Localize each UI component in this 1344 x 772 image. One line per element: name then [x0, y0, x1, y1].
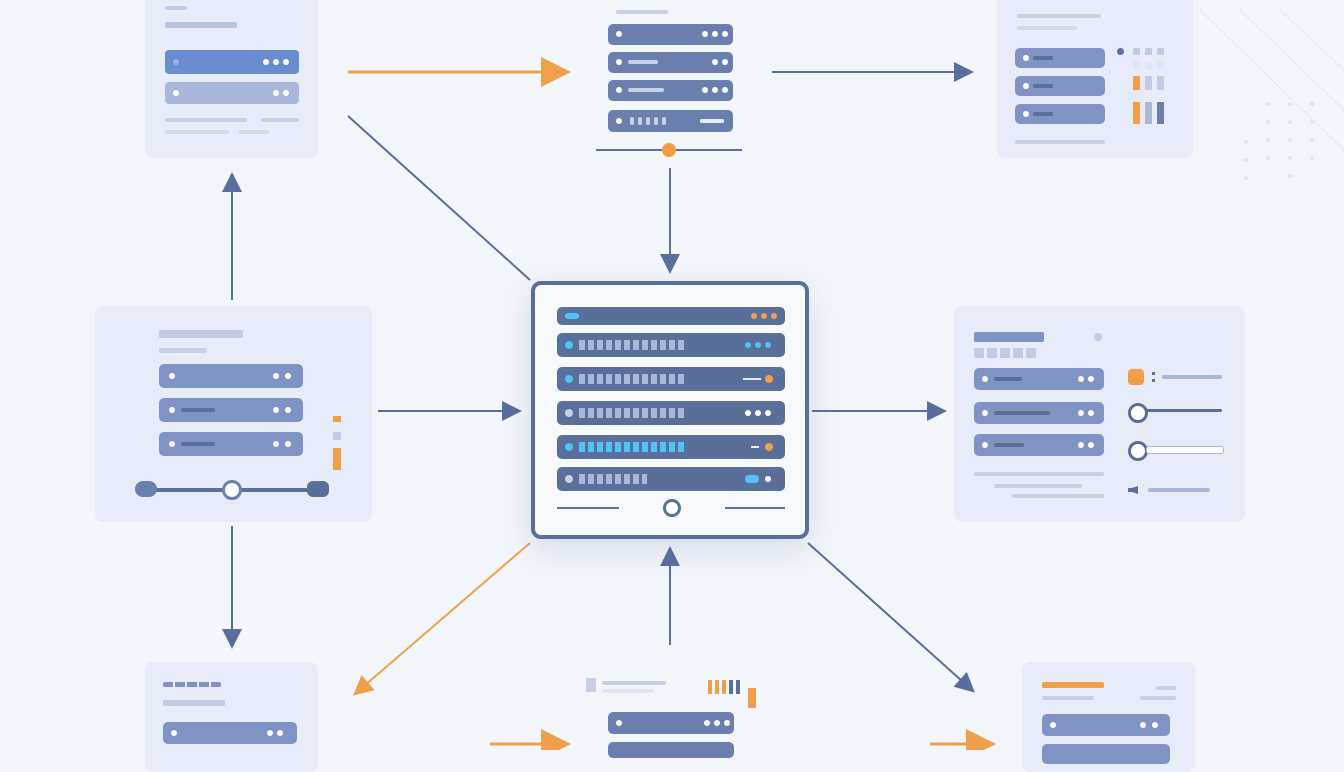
setting-row[interactable]	[974, 434, 1104, 456]
toggle-row-active[interactable]	[165, 50, 299, 74]
node-center-hub	[531, 281, 809, 539]
setting-row[interactable]	[163, 722, 297, 744]
toggle-row[interactable]	[165, 82, 299, 104]
slider-knob[interactable]	[1128, 403, 1148, 423]
diagram-canvas	[222, 9, 1344, 750]
decorative-dots	[1244, 102, 1314, 180]
orange-toggle-icon[interactable]	[1128, 369, 1144, 385]
node-mid-left-panel	[95, 306, 372, 522]
slider-knob[interactable]	[1128, 441, 1148, 461]
node-mid-right-panel	[954, 306, 1245, 522]
edge-center-to-bottomright	[807, 542, 975, 693]
speaker-icon	[1128, 486, 1138, 494]
hub-unit	[557, 367, 785, 391]
slider-left-handle[interactable]	[135, 481, 157, 497]
server-unit	[608, 52, 733, 73]
server-unit	[608, 80, 733, 101]
server-unit	[608, 110, 733, 132]
setting-row[interactable]	[159, 364, 303, 388]
hub-power-button[interactable]	[663, 499, 681, 517]
node-top-center-server	[596, 0, 744, 160]
setting-row[interactable]	[1042, 714, 1170, 736]
hub-unit	[557, 401, 785, 425]
edge-topleft-to-center	[347, 115, 531, 281]
node-top-right-panel	[997, 0, 1193, 158]
hub-unit	[557, 333, 785, 357]
setting-row[interactable]	[159, 432, 303, 456]
setting-row[interactable]	[974, 402, 1104, 424]
node-bottom-center-server	[582, 670, 762, 760]
setting-row[interactable]	[1042, 744, 1170, 764]
server-unit	[608, 712, 734, 734]
edge-center-to-bottomleft	[352, 542, 531, 696]
hub-unit	[557, 435, 785, 459]
setting-row[interactable]	[1015, 48, 1105, 68]
server-unit	[608, 24, 733, 45]
server-unit	[608, 742, 734, 758]
node-top-left-panel	[145, 0, 318, 158]
setting-row[interactable]	[974, 368, 1104, 390]
slider-mid-handle[interactable]	[222, 480, 242, 500]
setting-row[interactable]	[1015, 104, 1105, 124]
setting-row[interactable]	[159, 398, 303, 422]
hub-unit	[557, 307, 785, 325]
node-bottom-left-panel	[145, 662, 318, 772]
slider-right-handle[interactable]	[307, 481, 329, 497]
decorative-lines	[1199, 9, 1344, 151]
hub-unit	[557, 467, 785, 491]
status-dot-orange	[662, 143, 676, 157]
slider-track[interactable]	[1146, 446, 1224, 454]
slider-track[interactable]	[1146, 409, 1222, 412]
node-bottom-right-panel	[1022, 662, 1195, 772]
setting-row[interactable]	[1015, 76, 1105, 96]
